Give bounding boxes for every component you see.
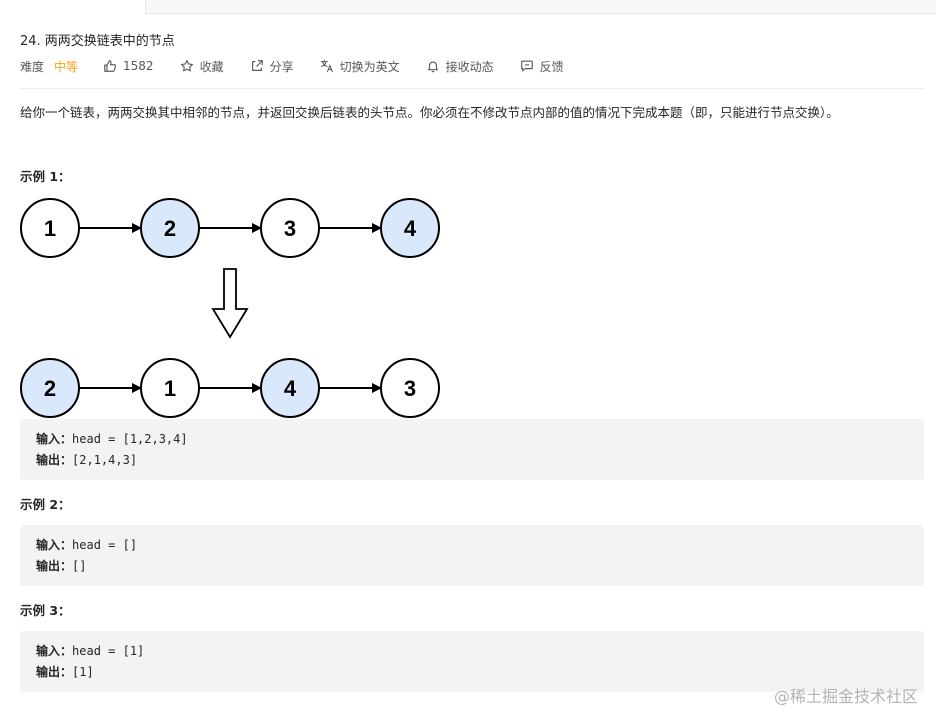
example-1-input-row: 输入：head = [1,2,3,4] (36, 429, 908, 450)
example-1-title: 示例 1： (20, 169, 71, 184)
favorite-label: 收藏 (199, 59, 224, 74)
feedback-icon (520, 59, 534, 73)
linked-list-swap-diagram: 1 2 3 4 2 1 4 3 (18, 196, 448, 428)
switch-language-button[interactable]: 切换为英文 (320, 58, 400, 75)
bell-icon (426, 59, 440, 73)
before-node-2 (140, 198, 200, 258)
example-1-output: [2,1,4,3] (72, 453, 138, 467)
example-2-input-row: 输入：head = [] (36, 535, 908, 556)
switch-language-label: 切换为英文 (339, 59, 400, 74)
watermark: @稀土掘金技术社区 (773, 687, 918, 706)
list-after-swap: 2 1 4 3 (20, 358, 440, 418)
problem-description: 给你一个链表，两两交换其中相邻的节点，并返回交换后链表的头节点。你必须在不修改节… (20, 105, 839, 120)
output-label: 输出： (36, 453, 73, 467)
example-3-input: head = [1] (72, 644, 145, 658)
before-node-1 (20, 198, 80, 258)
problem-title: 24. 两两交换链表中的节点 (20, 34, 175, 49)
after-node-label-3: 4 (284, 376, 297, 401)
after-node-4 (380, 358, 440, 418)
input-label: 输入： (36, 644, 73, 658)
after-node-label-4: 3 (404, 376, 416, 401)
share-icon (250, 59, 264, 73)
example-3-input-row: 输入：head = [1] (36, 641, 908, 662)
difficulty-label: 难度 (20, 59, 45, 74)
example-3-codeblock: 输入：head = [1] 输出：[1] (20, 631, 924, 692)
after-node-3 (260, 358, 320, 418)
feedback-button[interactable]: 反馈 (520, 58, 564, 75)
like-count: 1582 (123, 59, 154, 73)
after-node-label-1: 2 (44, 376, 56, 401)
subscribe-button[interactable]: 接收动态 (426, 58, 494, 75)
before-node-3 (260, 198, 320, 258)
output-label: 输出： (36, 665, 73, 679)
example-3-title: 示例 3： (20, 603, 71, 618)
difficulty-badge: 中等 (54, 59, 79, 74)
example-1-output-row: 输出：[2,1,4,3] (36, 450, 908, 471)
example-1-input: head = [1,2,3,4] (72, 432, 188, 446)
after-node-label-2: 1 (164, 376, 176, 401)
problem-meta-bar: 难度 中等 1582 收藏 分享 (20, 57, 590, 75)
translate-icon (320, 59, 334, 73)
before-node-label-2: 2 (164, 216, 176, 241)
example-1-codeblock: 输入：head = [1,2,3,4] 输出：[2,1,4,3] (20, 419, 924, 480)
share-label: 分享 (269, 59, 294, 74)
example-2-title: 示例 2： (20, 497, 71, 512)
output-label: 输出： (36, 559, 73, 573)
list-before-swap: 1 2 3 4 (20, 198, 440, 258)
section-divider (20, 88, 924, 89)
example-2-input: head = [] (72, 538, 138, 552)
before-node-4 (380, 198, 440, 258)
example-2-output: [] (72, 559, 87, 573)
example-3-output: [1] (72, 665, 94, 679)
share-button[interactable]: 分享 (250, 58, 294, 75)
example-2-output-row: 输出：[] (36, 556, 908, 577)
input-label: 输入： (36, 432, 73, 446)
thumbs-up-icon (103, 59, 117, 73)
after-node-1 (20, 358, 80, 418)
top-panel-edge (145, 0, 936, 14)
down-arrow-icon (211, 268, 249, 339)
before-node-label-3: 3 (284, 216, 296, 241)
like-button[interactable]: 1582 (103, 59, 154, 73)
example-2-codeblock: 输入：head = [] 输出：[] (20, 525, 924, 586)
before-node-label-1: 1 (44, 216, 56, 241)
star-icon (180, 59, 194, 73)
example-3-output-row: 输出：[1] (36, 662, 908, 683)
before-node-label-4: 4 (404, 216, 417, 241)
subscribe-label: 接收动态 (445, 59, 494, 74)
feedback-label: 反馈 (539, 59, 564, 74)
after-node-2 (140, 358, 200, 418)
favorite-button[interactable]: 收藏 (180, 58, 224, 75)
input-label: 输入： (36, 538, 73, 552)
